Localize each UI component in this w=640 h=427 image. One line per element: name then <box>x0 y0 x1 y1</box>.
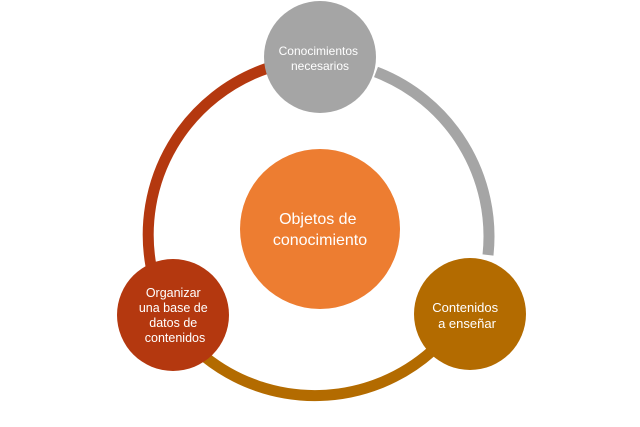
node-organizar-label-line-4: contenidos <box>145 331 205 345</box>
node-contenidos-label-line-2: a enseñar <box>438 316 496 331</box>
center-circle <box>240 149 400 309</box>
center-label-line-2: conocimiento <box>273 232 367 249</box>
center-label-line-1: Objetos de <box>279 211 356 228</box>
svg-text:Organizar una base de: Organizar una base de datos de contenido… <box>139 286 211 345</box>
node-conocimientos-necesarios: Conocimientos necesarios <box>264 1 376 113</box>
arc-conocimientos-to-contenidos <box>374 66 495 256</box>
node-organizar-base-datos: Organizar una base de datos de contenido… <box>117 259 229 371</box>
node-conocimientos-label-line-2: necesarios <box>291 59 349 73</box>
node-contenidos-circle <box>414 258 526 370</box>
node-organizar-label-line-3: datos de <box>149 316 197 330</box>
node-organizar-circle <box>117 259 229 371</box>
node-conocimientos-circle <box>264 1 376 113</box>
svg-text:Objetos de conocimiento: Objetos de conocimiento <box>273 211 367 249</box>
node-contenidos-label-line-1: Contenidos <box>432 300 498 315</box>
node-organizar-label-line-2: una base de <box>139 301 208 315</box>
svg-text:Conocimientos necesarios: Conocimientos necesarios <box>279 44 362 73</box>
node-contenidos-a-ensenar: Contenidos a enseñar <box>414 258 526 370</box>
node-conocimientos-label-line-1: Conocimientos <box>279 44 358 58</box>
svg-text:Contenidos a enseñar: Contenidos a enseñar <box>432 300 501 331</box>
center-node: Objetos de conocimiento <box>240 149 400 309</box>
node-organizar-label-line-1: Organizar <box>146 286 201 300</box>
arc-contenidos-to-organizar <box>201 346 436 402</box>
arc-organizar-to-conocimientos <box>142 62 270 267</box>
